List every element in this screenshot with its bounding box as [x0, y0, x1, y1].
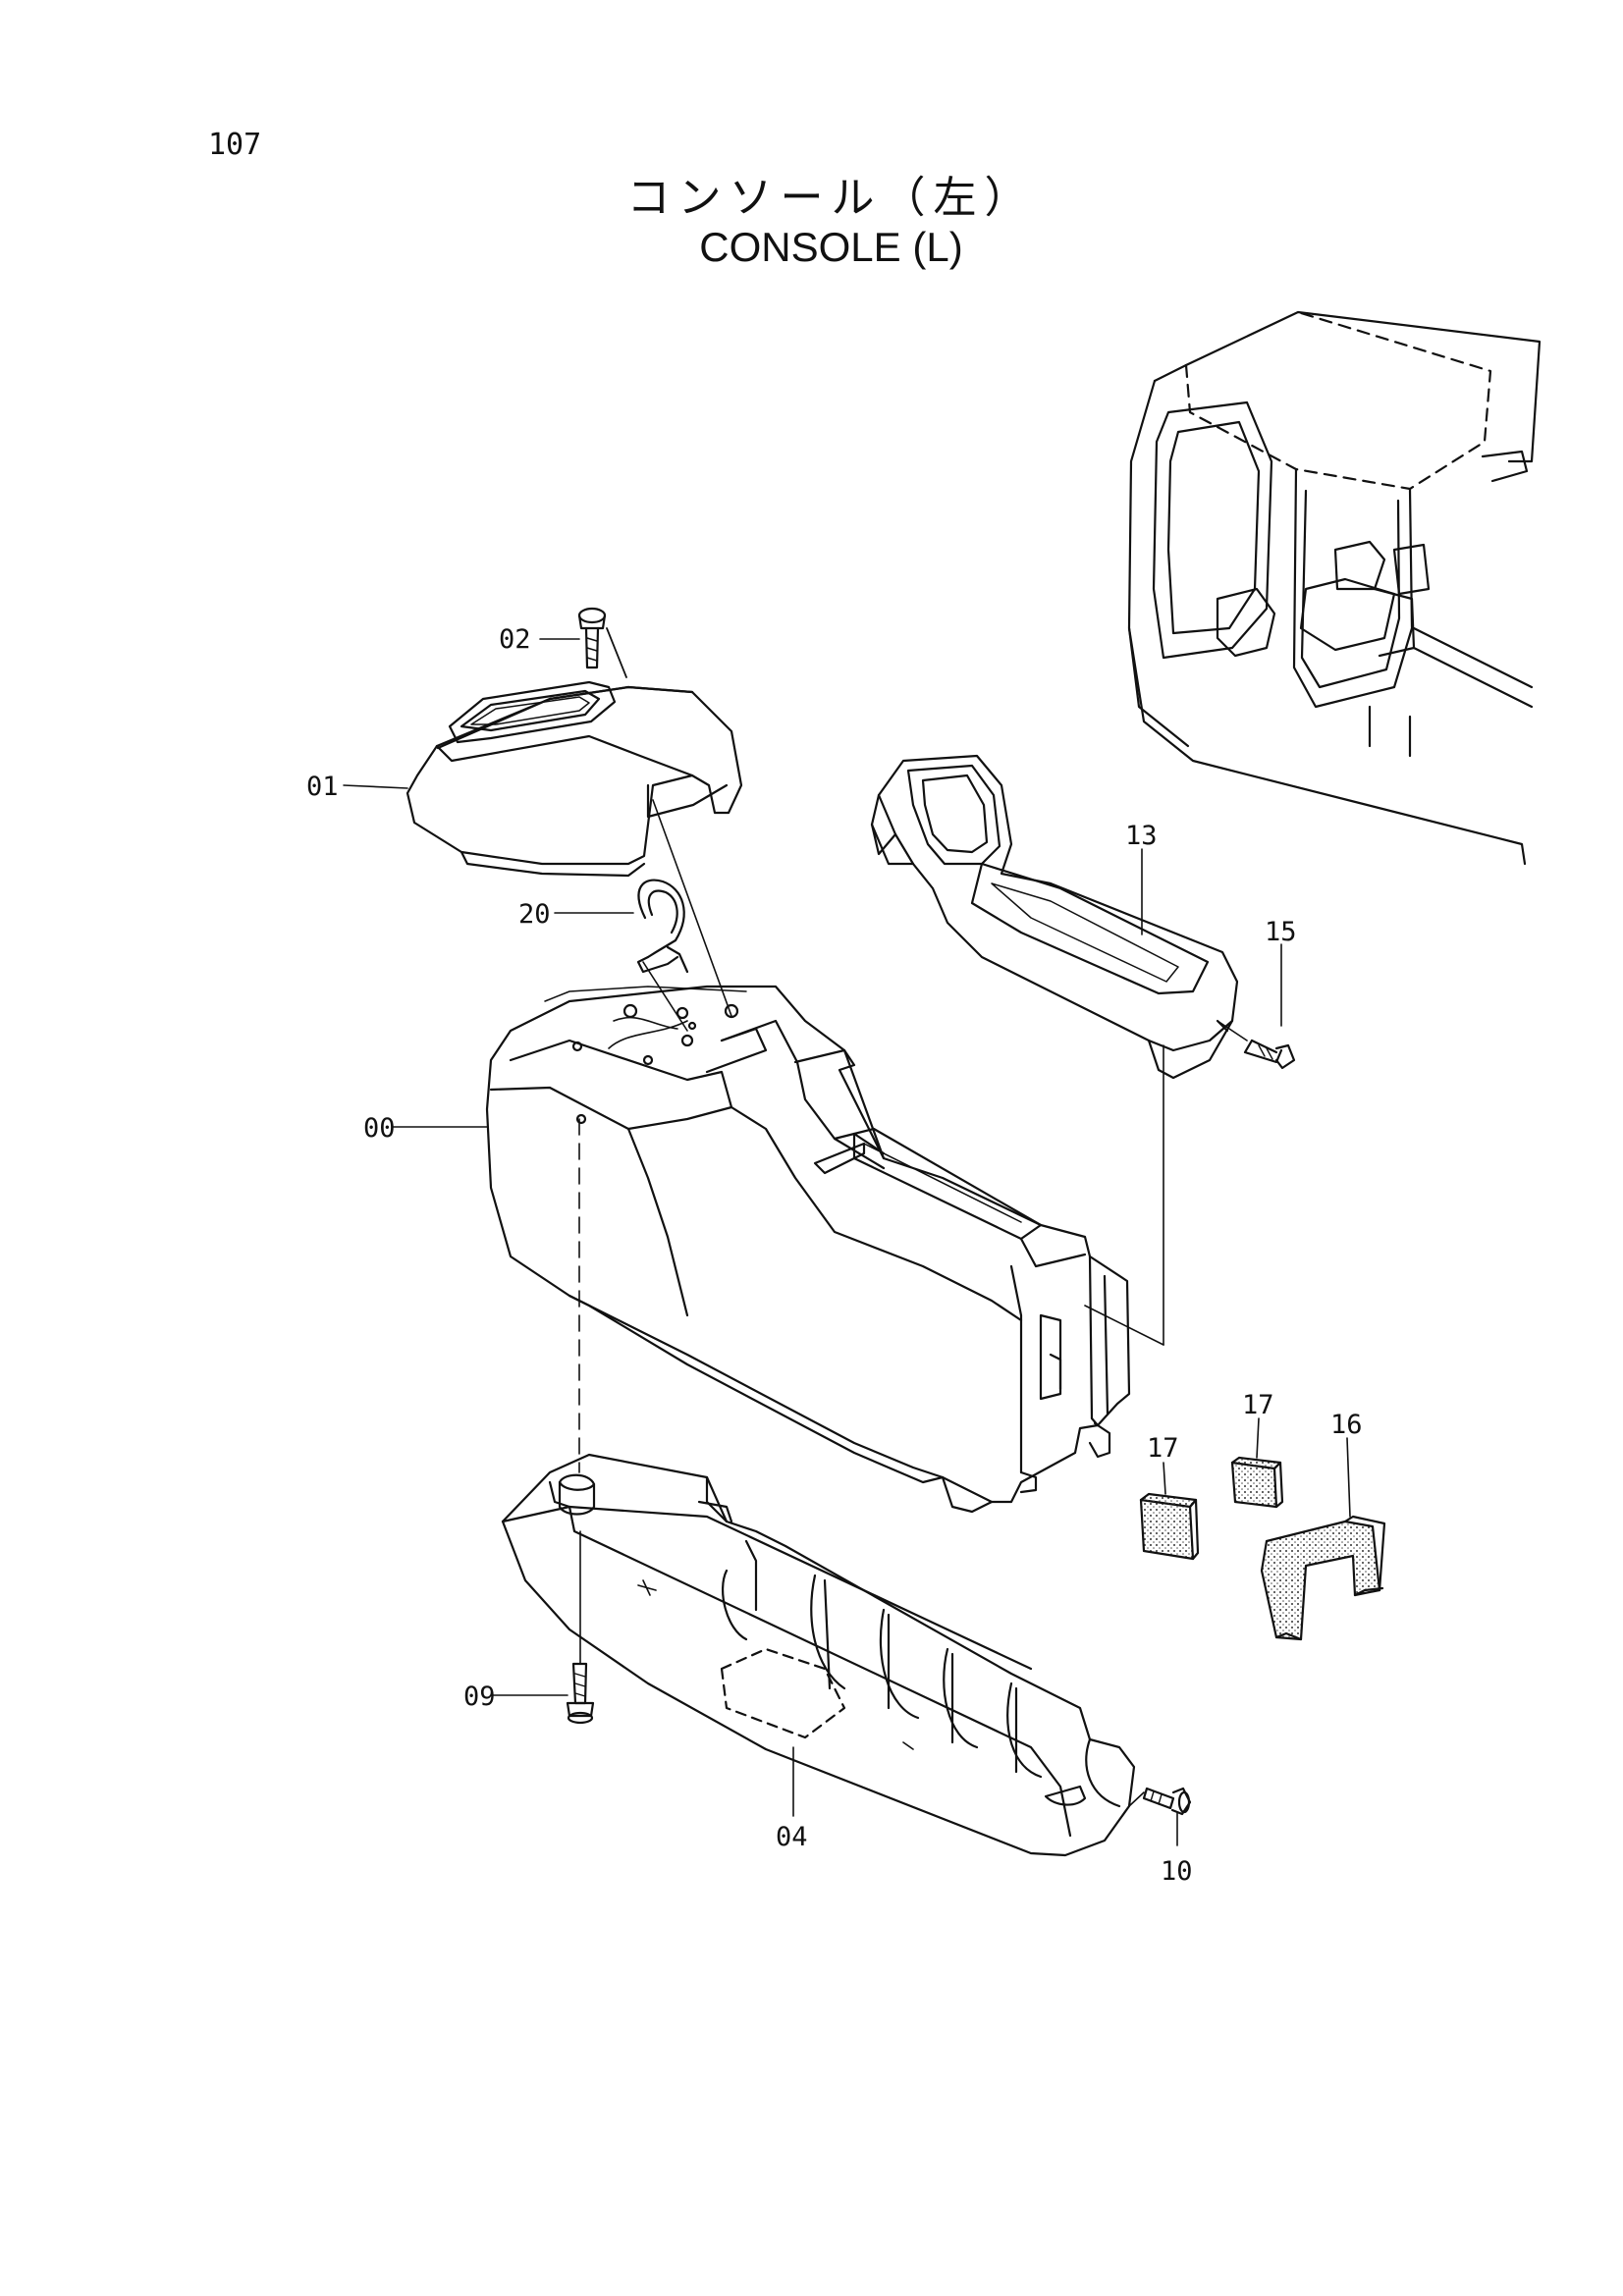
callout-13: 13 [1125, 821, 1158, 851]
callout-00: 00 [363, 1113, 396, 1144]
part-20-clamp [636, 879, 689, 974]
callout-17-left: 17 [1147, 1433, 1179, 1464]
cab-locator-view [1127, 310, 1542, 866]
title-english: CONSOLE (L) [699, 224, 963, 270]
title-japanese: コンソール（左） [626, 173, 1036, 223]
part-09-bolt [566, 1662, 595, 1725]
page-number: 107 [208, 128, 262, 162]
part-13-side-cover [870, 754, 1239, 1080]
callout-09: 09 [463, 1682, 496, 1712]
callout-leaders [343, 638, 1351, 1846]
callout-16: 16 [1330, 1410, 1363, 1440]
callout-01: 01 [306, 772, 339, 802]
callout-02: 02 [499, 624, 531, 655]
part-10-screw [1142, 1787, 1192, 1816]
part-17-pad-left [1139, 1492, 1200, 1561]
part-15-screw [1243, 1039, 1296, 1070]
callout-15: 15 [1265, 917, 1297, 947]
callout-10: 10 [1161, 1856, 1193, 1887]
part-01-upper-cover [406, 680, 743, 878]
part-16-u-seal [1260, 1515, 1386, 1641]
callout-20: 20 [518, 899, 551, 930]
callout-labels: 02 01 20 00 13 15 17 17 16 09 04 10 [306, 624, 1363, 1887]
part-17-pad-right [1230, 1456, 1284, 1509]
callout-17-right: 17 [1242, 1390, 1274, 1420]
callout-04: 04 [776, 1822, 808, 1852]
part-04-lower-cover [501, 1453, 1136, 1857]
part-02-bolt [577, 607, 627, 678]
part-00-console-body [485, 985, 1131, 1514]
assembly-lines [578, 799, 1248, 1807]
